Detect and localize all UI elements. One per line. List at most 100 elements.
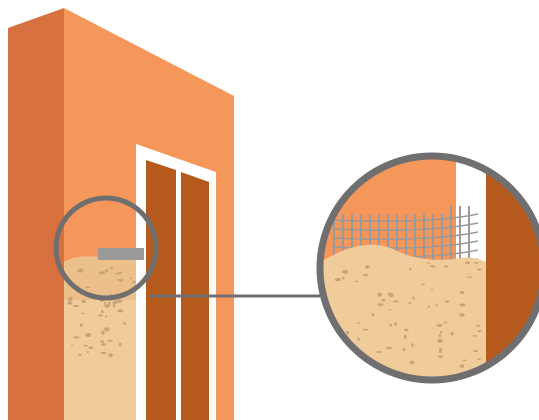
sand-speckle <box>68 297 73 302</box>
sand-speckle <box>79 323 83 327</box>
sand-speckle <box>477 358 482 360</box>
door-panel-left <box>146 160 176 420</box>
sand-speckle <box>377 303 384 307</box>
sand-speckle <box>439 331 443 334</box>
sand-speckle <box>334 278 341 282</box>
sand-speckle <box>430 288 434 291</box>
sand-speckle <box>430 265 436 268</box>
sand-speckle <box>435 304 438 307</box>
wall-sand-fill <box>64 256 150 420</box>
sand-speckle <box>123 322 127 325</box>
sand-speckle <box>459 303 466 307</box>
mesh-horizontal-wire <box>331 222 479 231</box>
sand-speckle <box>404 328 409 332</box>
sand-speckle <box>115 272 120 275</box>
magnified-detail <box>316 152 539 384</box>
sand-speckle <box>427 305 430 308</box>
sand-speckle <box>104 315 108 318</box>
sand-speckle <box>355 280 359 283</box>
sand-speckle <box>450 331 454 336</box>
sand-speckle <box>376 351 382 353</box>
sand-speckle <box>73 336 80 339</box>
sand-speckle <box>346 358 350 361</box>
sand-speckle <box>80 312 85 315</box>
sand-speckle <box>362 273 369 277</box>
sand-speckle <box>101 343 106 346</box>
sand-speckle <box>81 299 87 304</box>
sand-speckle <box>109 267 114 270</box>
sand-speckle <box>476 324 481 327</box>
sand-speckle <box>402 347 406 352</box>
sand-speckle <box>100 340 104 343</box>
sand-speckle <box>342 269 349 274</box>
sand-speckle <box>460 364 464 368</box>
wall-side-face <box>8 8 64 420</box>
sand-speckle <box>100 351 107 355</box>
sand-speckle <box>445 300 450 303</box>
sand-speckle <box>388 308 392 311</box>
sand-speckle <box>473 349 478 353</box>
sand-speckle <box>466 276 472 278</box>
sand-speckle <box>101 309 104 314</box>
small-lens-ring <box>53 195 159 301</box>
sand-speckle <box>411 343 414 347</box>
sand-speckle <box>336 344 340 347</box>
door <box>136 144 216 420</box>
sand-speckle <box>104 304 111 308</box>
sand-speckle <box>381 298 386 302</box>
sand-speckle <box>377 292 382 297</box>
sand-speckle <box>388 292 391 296</box>
sand-speckle <box>421 283 426 286</box>
sand-speckle <box>437 339 443 343</box>
sand-speckle <box>72 305 79 307</box>
sand-speckle <box>104 269 109 273</box>
sand-speckle <box>459 313 465 317</box>
sand-speckle <box>132 280 136 284</box>
sand-speckle <box>407 302 413 304</box>
sand-speckle <box>393 300 399 303</box>
sand-speckle <box>104 327 110 332</box>
sand-speckle <box>437 355 444 358</box>
sand-speckle <box>476 268 482 271</box>
sand-speckle <box>436 324 443 327</box>
sand-speckle <box>477 329 482 333</box>
mesh-horizontal-wire <box>331 240 479 249</box>
sand-speckle <box>85 332 92 338</box>
sand-speckle <box>439 347 442 351</box>
magnified-sand <box>320 244 486 380</box>
sand-speckle <box>427 262 431 264</box>
sand-speckle <box>129 277 133 279</box>
sand-speckle <box>101 330 105 335</box>
mesh-horizontal-wire <box>331 231 479 240</box>
sand-speckle <box>342 276 345 280</box>
sand-speckle <box>107 339 113 342</box>
sand-speckle <box>357 322 360 325</box>
magnifier-lens-ring <box>316 152 539 384</box>
sand-speckle <box>345 330 350 335</box>
sand-speckle <box>462 359 468 361</box>
sand-speckle <box>112 300 119 304</box>
sand-speckle <box>389 323 392 327</box>
small-lens-mesh <box>98 248 144 260</box>
mesh-horizontal-wire <box>331 213 479 222</box>
sand-speckle <box>71 344 74 347</box>
sand-speckle <box>118 342 122 347</box>
sand-speckle <box>108 353 114 357</box>
sand-speckle <box>362 328 369 331</box>
sand-speckle <box>78 268 82 271</box>
sand-speckle <box>78 353 82 356</box>
sand-speckle <box>117 309 124 313</box>
sand-speckle <box>365 265 370 269</box>
sand-speckle <box>104 301 107 306</box>
sand-speckle <box>386 346 392 350</box>
sand-speckle <box>85 286 91 289</box>
sand-speckle <box>67 301 73 305</box>
sand-speckle <box>459 291 465 295</box>
sand-speckle <box>444 265 449 268</box>
sand-speckle <box>371 313 374 317</box>
sand-speckle <box>409 360 415 365</box>
sand-speckle <box>83 344 88 347</box>
sand-speckle <box>88 346 94 350</box>
sand-speckle <box>443 321 448 324</box>
